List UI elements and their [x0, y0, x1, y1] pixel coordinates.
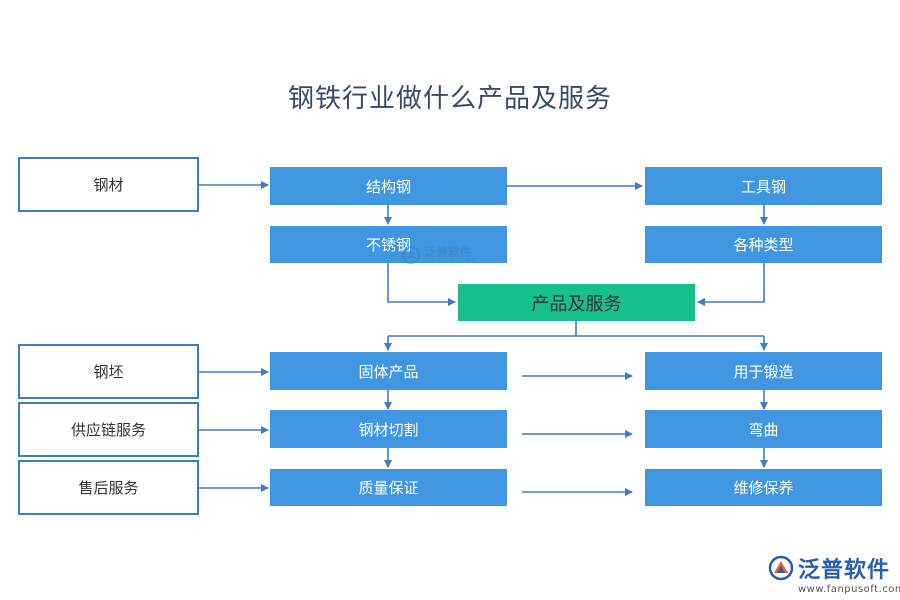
input-box-gangpi: 钢坯 [18, 344, 199, 399]
input-box-supply-chain: 供应链服务 [18, 402, 199, 457]
watermark-logo-icon [402, 246, 420, 264]
brand-logo: 泛普软件 www.fanpusoft.com [768, 552, 900, 595]
node-gezhongleixing: 各种类型 [645, 226, 882, 263]
node-zhiliangbaozheng: 质量保证 [270, 469, 507, 506]
node-gutichanpin: 固体产品 [270, 352, 507, 390]
watermark-sub: FANPU SOFTWARE [424, 258, 477, 264]
watermark-name: 泛普软件 [424, 245, 473, 259]
input-box-after-sales: 售后服务 [18, 460, 199, 515]
hub-products-services: 产品及服务 [458, 284, 695, 321]
watermark: 泛普软件 FANPU SOFTWARE [402, 246, 477, 264]
node-jiegougang: 结构钢 [270, 167, 507, 205]
brand-logo-url: www.fanpusoft.com [798, 584, 900, 595]
brand-logo-name: 泛普软件 [798, 558, 891, 583]
page-title: 钢铁行业做什么产品及服务 [287, 84, 612, 114]
input-box-gangcai: 钢材 [18, 157, 199, 212]
node-weixiubaoyang: 维修保养 [645, 469, 882, 506]
node-yongyuduanzao: 用于锻造 [645, 352, 882, 390]
node-gongjugang: 工具钢 [645, 167, 882, 205]
arrow-gezhongleixing-hub [697, 263, 765, 306]
arrow-buxiugang-hub [387, 263, 456, 306]
node-gangcaiqiege: 钢材切割 [270, 410, 507, 448]
node-wanqu: 弯曲 [645, 410, 882, 448]
node-buxiugang: 不锈钢 [270, 226, 507, 263]
brand-logo-icon [768, 555, 794, 581]
